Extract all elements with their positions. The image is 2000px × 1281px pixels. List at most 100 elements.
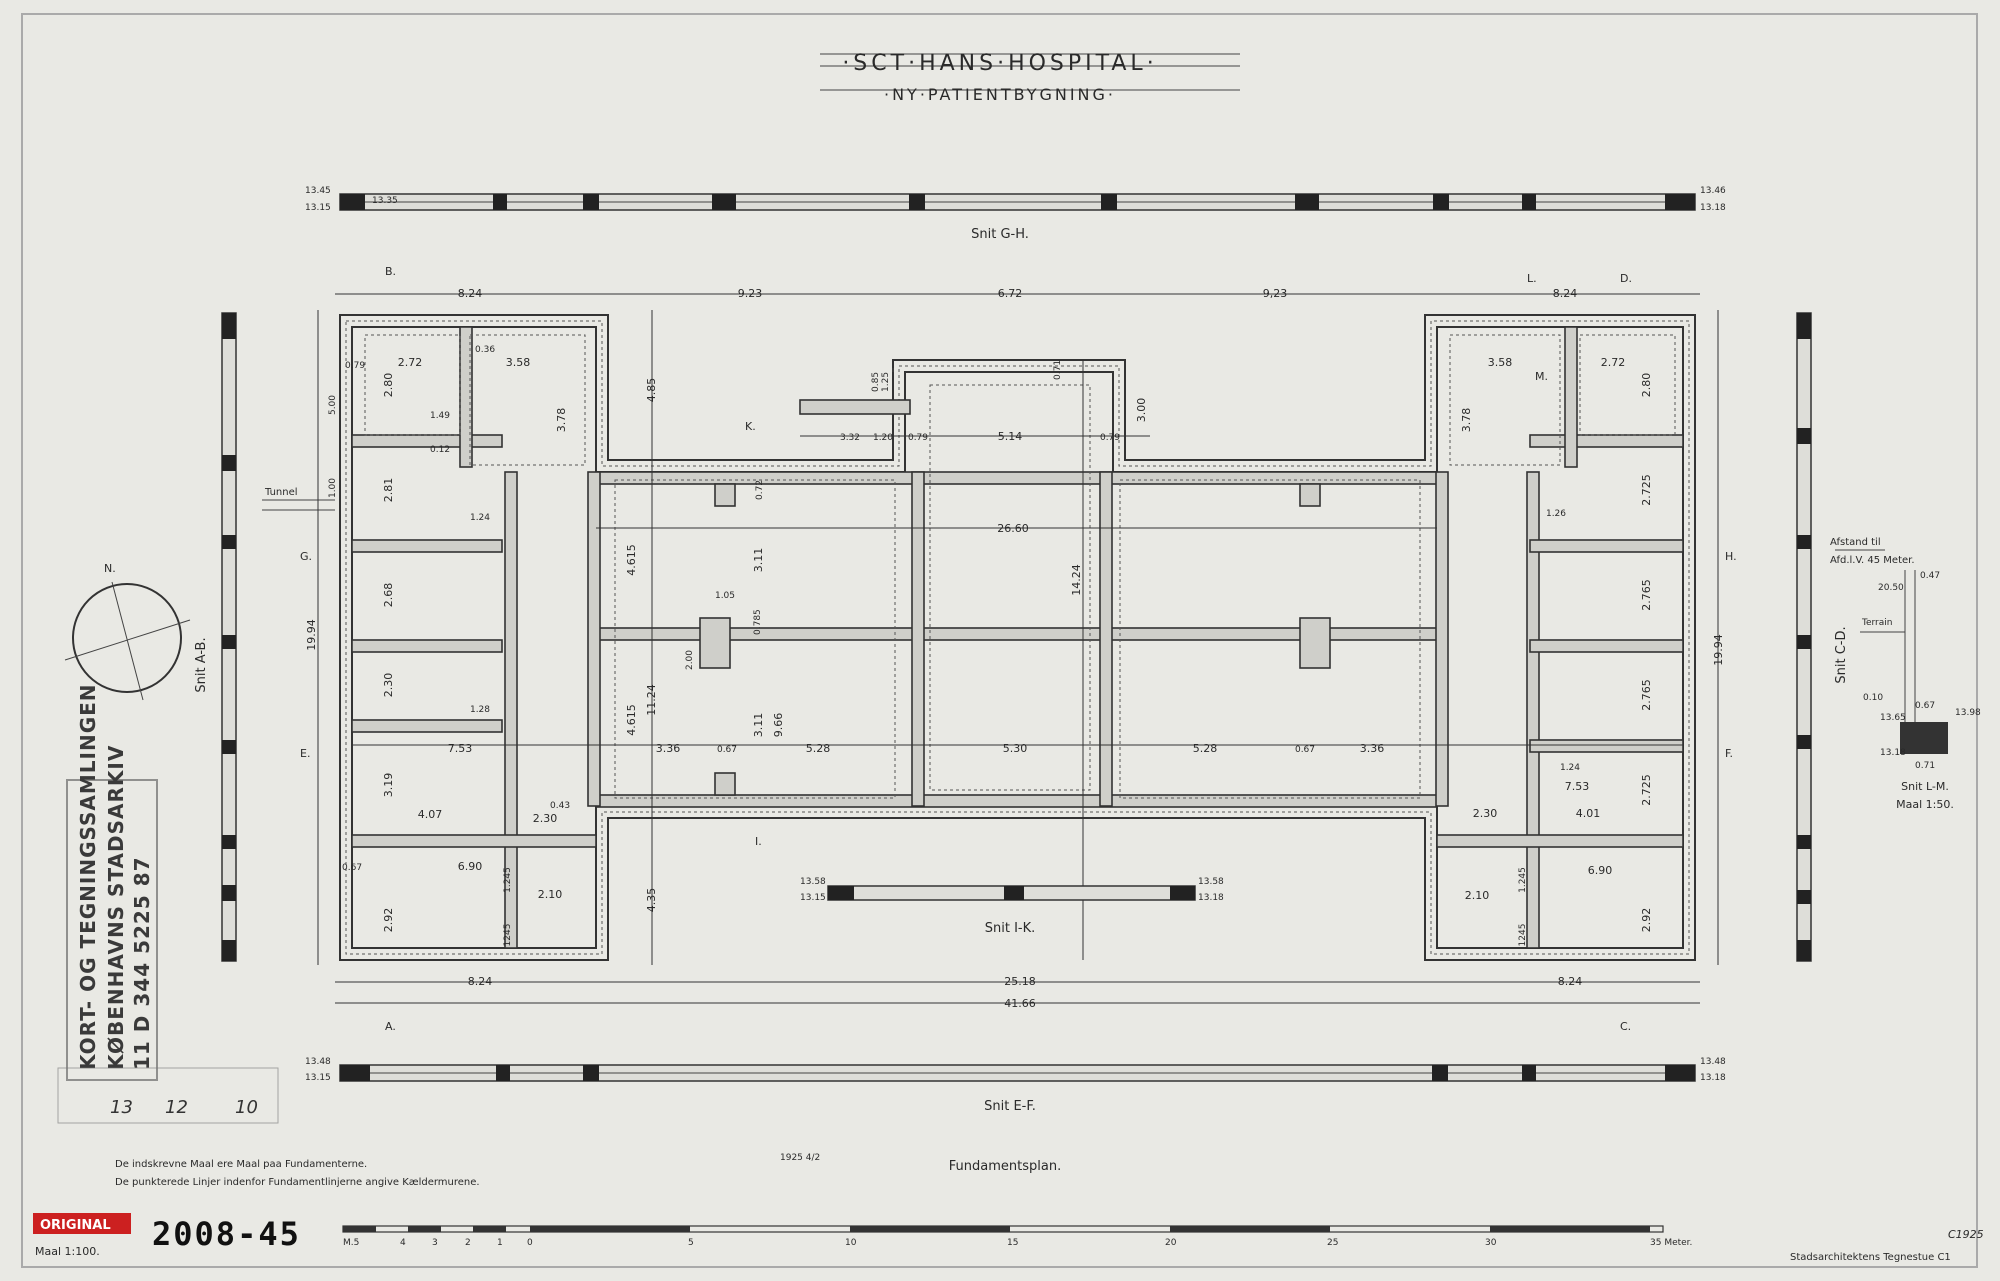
section-ef-strip: 13.48 13.15 13.48 13.18 Snit E-F. [305, 1057, 1726, 1114]
tunnel-label: Tunnel [264, 487, 298, 498]
dim-label: 2.68 [382, 583, 395, 608]
dim-label: 1245 [503, 924, 513, 947]
lm-dim: 0.67 [1915, 701, 1935, 711]
dim-label: 26.60 [997, 522, 1029, 535]
pencil-mark: 1925 4/2 [780, 1153, 820, 1163]
dim-label: 5.14 [998, 430, 1023, 443]
dim-label: 8.24 [458, 287, 483, 300]
dim-label: 1.245 [1518, 867, 1528, 893]
dim-label: 3.36 [1360, 742, 1385, 755]
date-mark: C1925 [1948, 1228, 1984, 1241]
scale-tick: 5 [688, 1238, 694, 1248]
dim-label: 19.94 [305, 619, 318, 651]
dim-label: 0.67 [1295, 745, 1315, 755]
marker-h: H. [1725, 550, 1737, 563]
dim-label: 2.10 [1465, 889, 1490, 902]
dim-label: 2.92 [1640, 908, 1653, 933]
lm-dim: 0.47 [1920, 571, 1940, 581]
stamp-line-3: 11 D 344 5225 87 [130, 856, 154, 1070]
dim-label: 0.12 [430, 445, 450, 455]
dim-label: 2.725 [1640, 774, 1653, 806]
dim-label: 1.24 [1560, 763, 1580, 773]
scale-bar: M.5 4 3 2 1 0 5 10 15 20 25 30 35 Meter. [342, 1225, 1692, 1248]
dim-label: 2.80 [1640, 373, 1653, 398]
dim-label: 3.11 [752, 713, 765, 738]
lm-level: 13.98 [1955, 708, 1981, 718]
scale-tick: 4 [400, 1238, 406, 1248]
dim-label: 1.28 [470, 705, 490, 715]
section-lm-detail: Afstand til Afd.l.V. 45 Meter. 20.50 0.4… [1830, 537, 1981, 811]
note-2: De punkterede Linjer indenfor Fundamentl… [115, 1177, 480, 1188]
level-label: 13.58 [800, 877, 826, 887]
lm-note-1: Afstand til [1830, 537, 1881, 548]
dim-label: 0.43 [550, 801, 570, 811]
marker-k: K. [745, 420, 756, 433]
dim-label: 0.79 [908, 433, 928, 443]
dim-label: 4.01 [1576, 807, 1601, 820]
dim-label: 1.24 [470, 513, 490, 523]
marker-m: M. [1535, 370, 1548, 383]
dim-label: 19.94 [1712, 634, 1725, 666]
dim-label: 0.71 [1053, 360, 1063, 380]
dim-label: 0.79 [1100, 433, 1120, 443]
scale-tick: 20 [1165, 1238, 1177, 1248]
subtitle: ·NY·PATIENTBYGNING· [884, 85, 1116, 104]
stamp-line-1: KORT- OG TEGNINGSSAMLINGEN [76, 683, 100, 1070]
scale-tick: 2 [465, 1238, 471, 1248]
dim-label: 4.85 [645, 378, 658, 403]
section-lm-label: Snit L-M. [1901, 780, 1949, 793]
dim-label: 1.49 [430, 411, 450, 421]
dim-label: 2.80 [382, 373, 395, 398]
north-compass: N. [64, 562, 191, 701]
dim-label: 8.24 [468, 975, 493, 988]
dim-label: 5.28 [1193, 742, 1218, 755]
level-label: 13.18 [1700, 1073, 1726, 1083]
dim-label: 4.35 [645, 888, 658, 913]
lm-dim: 0.10 [1863, 693, 1883, 703]
scale-tick: 30 [1485, 1238, 1497, 1248]
scale-tick: 3 [432, 1238, 438, 1248]
marker-d: D. [1620, 272, 1632, 285]
office-label: Stadsarchitektens Tegnestue C1 [1790, 1252, 1951, 1263]
dim-label: 2.30 [1473, 807, 1498, 820]
scale-tick: M.5 [343, 1238, 359, 1248]
scale-tick: 1 [497, 1238, 503, 1248]
north-label: N. [104, 562, 116, 575]
dim-label: 2.10 [538, 888, 563, 901]
dim-label: 0.79 [345, 361, 365, 371]
level-label: 13.15 [305, 1073, 331, 1083]
dim-label: 0.67 [717, 745, 737, 755]
dim-label: 4.615 [625, 704, 638, 736]
dim-label: 0.67 [342, 863, 362, 873]
marker-g: G. [300, 550, 312, 563]
section-cd-strip: Snit C-D. [1796, 312, 1849, 962]
dim-label: 3.78 [1460, 408, 1473, 433]
lm-note-2: Afd.l.V. 45 Meter. [1830, 555, 1915, 566]
scale-tick: 25 [1327, 1238, 1338, 1248]
dim-label: 2.72 [1601, 356, 1626, 369]
scale-tick: 15 [1007, 1238, 1018, 1248]
title-block: ·SCT·HANS·HOSPITAL· ·NY·PATIENTBYGNING· [820, 51, 1240, 104]
marker-c: C. [1620, 1020, 1631, 1033]
marker-a: A. [385, 1020, 396, 1033]
dim-label: 8.24 [1553, 287, 1578, 300]
scale-label: Maal 1:100. [35, 1245, 100, 1258]
drawing-number: 2008-45 [152, 1215, 301, 1253]
dim-label: 1.25 [881, 372, 891, 392]
dim-label: 1.05 [715, 591, 735, 601]
dim-label: 14.24 [1070, 564, 1083, 596]
note-1: De indskrevne Maal ere Maal paa Fundamen… [115, 1159, 367, 1170]
lm-level: 13.18 [1880, 748, 1906, 758]
level-label: 13.58 [1198, 877, 1224, 887]
dim-label: 3.36 [656, 742, 681, 755]
dim-label: 0.785 [753, 609, 763, 635]
section-ab-label: Snit A-B. [194, 637, 209, 692]
level-label: 13.18 [1198, 893, 1224, 903]
dim-label: 0.36 [475, 345, 495, 355]
dim-label: 7.53 [1565, 780, 1590, 793]
plan-title: Fundamentsplan. [949, 1159, 1061, 1174]
dim-label: 3.00 [1135, 398, 1148, 423]
dim-label: 9,23 [1263, 287, 1288, 300]
lm-dim: 20.50 [1878, 583, 1904, 593]
